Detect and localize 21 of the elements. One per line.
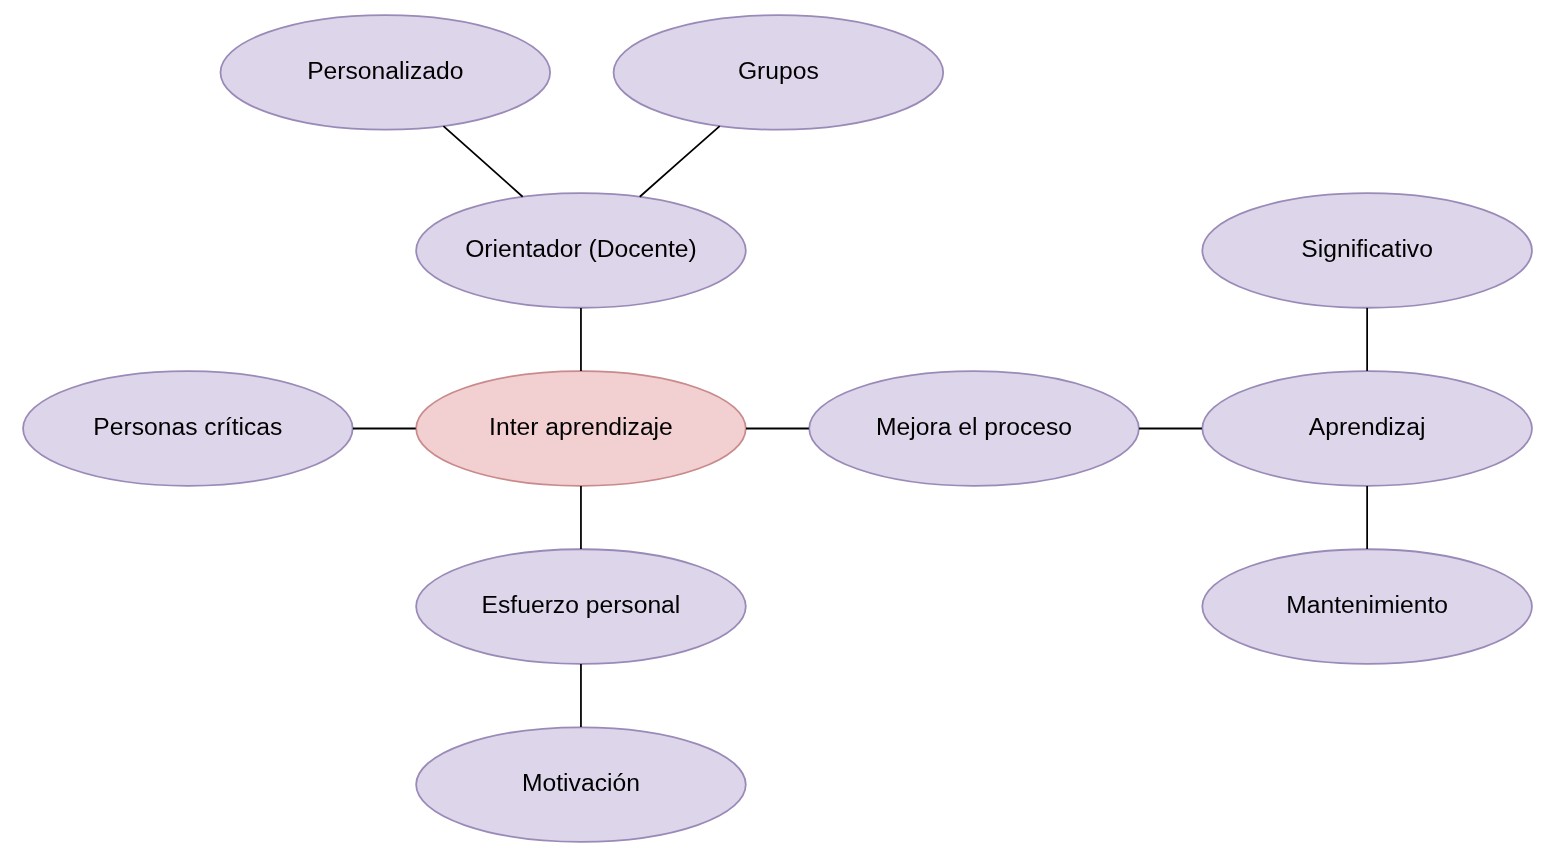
node-ellipse: Esfuerzo personal — [414, 548, 747, 665]
connector — [744, 427, 810, 430]
connector — [442, 125, 524, 198]
connector — [638, 125, 721, 198]
connector — [579, 485, 582, 550]
connector — [1365, 485, 1368, 550]
connector — [351, 427, 417, 430]
node-ellipse: Personas críticas — [21, 370, 354, 487]
node-ellipse: Mantenimiento — [1200, 548, 1533, 665]
node-ellipse: Personalizado — [219, 14, 551, 131]
node-ellipse: Orientador (Docente) — [414, 192, 747, 309]
connector — [579, 307, 582, 372]
node-ellipse: Aprendizaj — [1200, 370, 1533, 487]
node-ellipse: Motivación — [414, 726, 747, 843]
node-ellipse: Significativo — [1200, 192, 1533, 309]
connector — [1137, 427, 1203, 430]
node-ellipse: Inter aprendizaje — [414, 370, 747, 487]
node-ellipse: Grupos — [612, 14, 944, 131]
node-ellipse: Mejora el proceso — [807, 370, 1140, 487]
connector — [1365, 307, 1368, 372]
connector — [579, 663, 582, 728]
